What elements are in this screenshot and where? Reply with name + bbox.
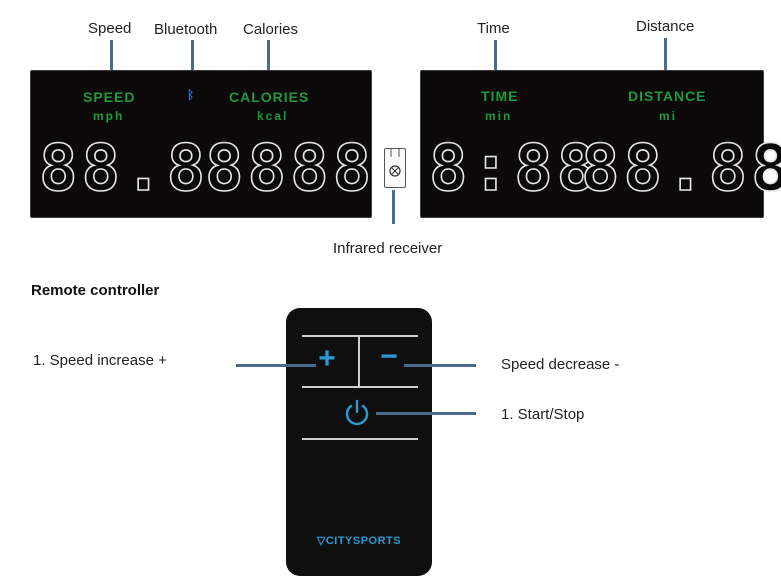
infrared-callout: Infrared receiver	[333, 240, 443, 257]
remote-top-divider	[302, 335, 418, 337]
speed-leader-line	[110, 40, 113, 86]
distance-digits: 88.88	[580, 132, 781, 206]
right-display-panel: TIME min DISTANCE mi 8:88 88.88	[420, 70, 781, 218]
distance-leader-line	[664, 38, 667, 86]
time-unit-label: min	[485, 109, 513, 123]
speed-decrease-callout: Speed decrease -	[501, 356, 620, 373]
brand-mark-icon: ▽	[316, 535, 326, 547]
left-display-panel: SPEED mph ᛒ CALORIES kcal 88.8 8888	[30, 70, 372, 218]
calories-callout: Calories	[243, 21, 299, 38]
speed-decrease-leader-line	[404, 364, 476, 367]
speed-digits: 88.8	[38, 132, 210, 206]
speed-increase-button[interactable]: +	[318, 342, 336, 375]
bluetooth-leader-line	[191, 40, 194, 86]
start-stop-leader-line	[376, 412, 476, 415]
distance-callout: Distance	[636, 18, 695, 35]
calories-leader-line	[267, 40, 270, 86]
speed-lcd-label: SPEED	[83, 89, 136, 105]
remote-controller-title: Remote controller	[31, 282, 160, 299]
brand-text: CITYSPORTS	[325, 535, 402, 547]
time-leader-line	[494, 40, 497, 86]
power-button[interactable]	[342, 398, 372, 428]
speed-decrease-button[interactable]: −	[380, 340, 398, 373]
time-callout: Time	[477, 20, 510, 37]
speed-callout: Speed	[88, 20, 132, 37]
infrared-receiver-icon	[384, 148, 406, 188]
time-digits: 8:88	[428, 132, 600, 206]
speed-unit-label: mph	[93, 109, 125, 123]
remote-controller: + − ▽CITYSPORTS	[286, 308, 432, 576]
infrared-leader-line	[392, 190, 395, 224]
calories-digits: 8888	[204, 132, 376, 206]
start-stop-callout: 1. Start/Stop	[501, 406, 585, 423]
remote-mid-divider	[302, 386, 418, 388]
power-icon	[345, 399, 369, 426]
speed-increase-callout: 1. Speed increase +	[33, 352, 167, 369]
bluetooth-icon: ᛒ	[187, 88, 196, 102]
calories-unit-label: kcal	[257, 109, 289, 123]
bluetooth-callout: Bluetooth	[154, 21, 218, 38]
brand-logo: ▽CITYSPORTS	[286, 534, 432, 547]
remote-bottom-divider	[302, 438, 418, 440]
speed-increase-leader-line	[236, 364, 316, 367]
distance-lcd-label: DISTANCE	[628, 88, 707, 104]
time-lcd-label: TIME	[481, 88, 519, 104]
remote-center-divider	[358, 335, 360, 387]
calories-lcd-label: CALORIES	[229, 89, 310, 105]
distance-unit-label: mi	[659, 109, 678, 123]
